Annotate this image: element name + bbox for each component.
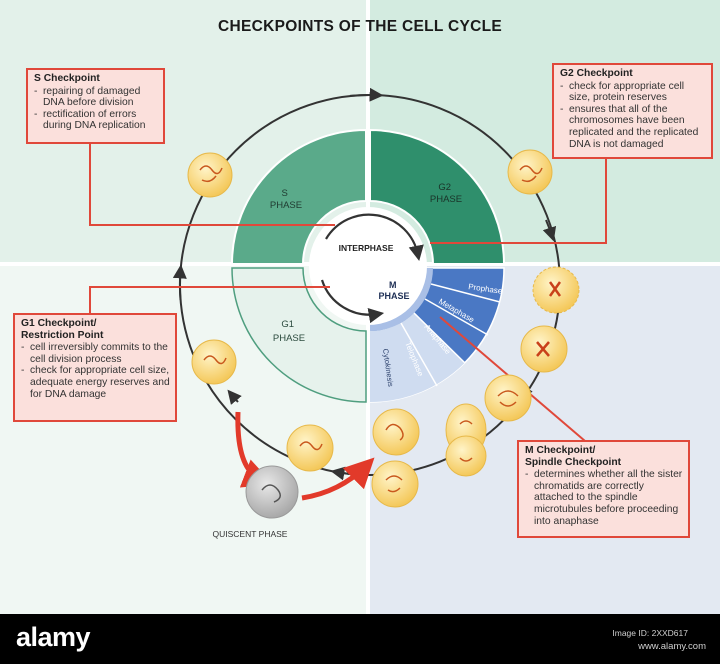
cell-telophase (445, 403, 487, 477)
interphase-label: INTERPHASE (339, 243, 394, 253)
g2-cell-top (187, 152, 233, 198)
quiescent-cell (245, 465, 299, 519)
svg-text:M PHASE: M PHASE (378, 280, 409, 301)
s-checkpoint-heading: S Checkpoint (34, 73, 100, 84)
cycle-arrow-lower-left (227, 389, 242, 405)
g1-checkpoint-heading-1: G1 Checkpoint/ (21, 318, 97, 329)
s-phase-label-2: PHASE (270, 200, 302, 211)
g1-checkpoint-list: cell irreversibly commits to the cell di… (21, 342, 170, 400)
g1-cell-bottom (286, 424, 334, 472)
cycle-arrow-top (349, 87, 384, 102)
g1-checkpoint-box: G1 Checkpoint/ Restriction Point cell ir… (13, 313, 177, 422)
g1-phase-label-2: PHASE (273, 333, 305, 344)
g2-phase-segment (369, 128, 506, 265)
m-checkpoint-heading-1: M Checkpoint/ (525, 445, 596, 456)
s-checkpoint-item: repairing of damaged DNA before division (34, 86, 158, 109)
m-phase-label-1: M (389, 280, 397, 290)
footer-url[interactable]: www.alamy.com (638, 641, 706, 652)
s-phase-label-1: S (282, 188, 288, 199)
g1-checkpoint-item: check for appropriate cell size, adequat… (21, 365, 170, 400)
mitosis-dividers (400, 283, 501, 387)
footer-bar (0, 614, 720, 664)
m-checkpoint-list: determines whether all the sister chroma… (525, 469, 683, 527)
footer-logo[interactable]: alamy (16, 622, 91, 652)
footer-image-id: Image ID: 2XXD617 (612, 628, 688, 638)
quiescent-exit-arrow (301, 457, 375, 501)
g1-cell-left (191, 339, 237, 385)
cell-anaphase (484, 374, 532, 422)
cell-metaphase (520, 325, 568, 373)
cycle-arrow-right (542, 219, 557, 242)
quiescent-phase-label: QUISCENT PHASE (213, 529, 288, 539)
g1-phase-label-1: G1 (281, 319, 294, 330)
interphase-arrow-top (325, 213, 424, 262)
s-checkpoint-box: S Checkpoint repairing of damaged DNA be… (26, 68, 165, 144)
m-phase-label-2: PHASE (378, 291, 409, 301)
cell-prophase (532, 266, 580, 314)
g2-checkpoint-item: check for appropriate cell size, protein… (560, 81, 706, 104)
m-checkpoint-heading-2: Spindle Checkpoint (525, 456, 622, 468)
diagram-title: CHECKPOINTS OF THE CELL CYCLE (218, 18, 502, 35)
cell-cycle-diagram: S PHASE G2 PHASE G1 PHASE M PHASE INTERP… (89, 87, 607, 539)
g1-checkpoint-heading-2: Restriction Point (21, 329, 104, 341)
cell-g2-late (507, 149, 553, 195)
cycle-arrow-left (172, 264, 187, 301)
g2-checkpoint-list: check for appropriate cell size, protein… (560, 81, 706, 151)
g2-phase-label-1: G2 (438, 182, 451, 193)
svg-text:G1 PHASE: G1 PHASE (273, 319, 305, 344)
s-checkpoint-item: rectification of errors during DNA repli… (34, 109, 158, 132)
g2-checkpoint-connector (430, 158, 607, 244)
svg-text:S PHASE: S PHASE (270, 188, 302, 211)
m-checkpoint-box: M Checkpoint/ Spindle Checkpoint determi… (517, 440, 690, 538)
interphase-hub (309, 207, 427, 325)
g1-checkpoint-item: cell irreversibly commits to the cell di… (21, 342, 170, 365)
g2-checkpoint-box: G2 Checkpoint check for appropriate cell… (552, 63, 713, 159)
daughter-cell-1 (372, 408, 420, 456)
g2-checkpoint-item: ensures that all of the chromosomes have… (560, 104, 706, 150)
g1-phase-segment (231, 267, 367, 403)
m-checkpoint-item: determines whether all the sister chroma… (525, 469, 683, 527)
cytokinesis-segment (370, 312, 465, 403)
g1-checkpoint-connector (89, 286, 330, 316)
svg-text:G2 PHASE: G2 PHASE (430, 182, 462, 205)
s-checkpoint-list: repairing of damaged DNA before division… (34, 86, 158, 132)
g2-phase-label-2: PHASE (430, 194, 462, 205)
daughter-cell-2 (371, 460, 419, 508)
g2-checkpoint-heading: G2 Checkpoint (560, 68, 633, 79)
s-phase-segment (230, 128, 367, 265)
s-checkpoint-connector (89, 118, 335, 226)
